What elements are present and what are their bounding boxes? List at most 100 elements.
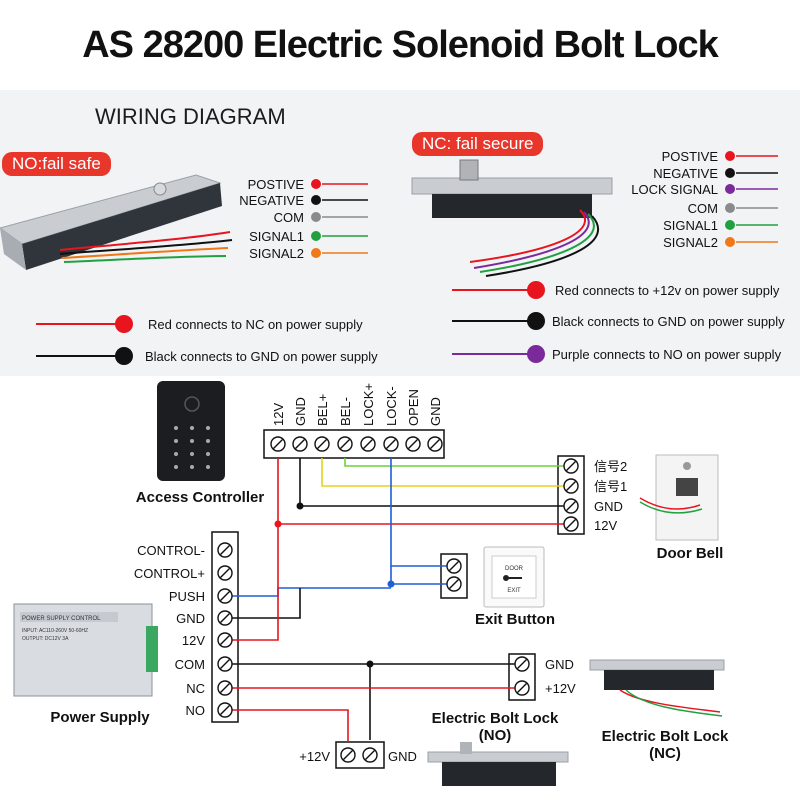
no-note-red: Red connects to NC on power supply (148, 317, 363, 332)
psu-terminal-label: CONTROL- (137, 543, 205, 558)
no-note-black: Black connects to GND on power supply (145, 349, 378, 364)
no-label-positive: POSTIVE (247, 177, 304, 192)
no-label-negative: NEGATIVE (239, 193, 304, 208)
doorbell-terminal-label: 信号1 (594, 479, 627, 494)
bolt-no-terminal-labels: GND +12V (545, 657, 576, 696)
bolt-nc-image (589, 659, 725, 717)
terminal-screw-slot (220, 613, 230, 623)
power-supply-caption: Power Supply (50, 709, 150, 726)
psu-terminal-label: PUSH (169, 589, 205, 604)
wire-junction-dots (274, 502, 395, 668)
terminal-screws (217, 436, 579, 763)
doorbell-terminal-label: GND (594, 499, 623, 514)
doorbell-terminal-label: 信号2 (594, 459, 627, 474)
terminal-screw-slot (220, 545, 230, 555)
nc-badge: NC: fail secure (412, 132, 544, 156)
nc-label-positive: POSTIVE (661, 149, 718, 164)
terminal-screw-slot (566, 461, 576, 471)
page-title: AS 28200 Electric Solenoid Bolt Lock (82, 24, 719, 66)
terminal-screw-slot (343, 750, 353, 760)
bolt-no-terminal-label: +12V (545, 681, 576, 696)
terminal-screw-slot (220, 705, 230, 715)
terminal-screw-slot (408, 439, 418, 449)
terminal-screw-slot (363, 439, 373, 449)
psu-terminal-label: NC (186, 681, 205, 696)
nc-note-red: Red connects to +12v on power supply (555, 283, 780, 298)
terminal-screw-slot (430, 439, 440, 449)
bottom-terminal-labels: +12V GND (299, 749, 417, 764)
exit-button-caption: Exit Button (475, 611, 555, 628)
doorbell-terminal-labels: 信号2 信号1 GND 12V (594, 459, 627, 533)
exit-device-text: EXIT (507, 588, 521, 594)
psu-terminal-label: CONTROL+ (134, 566, 205, 581)
door-bell-caption: Door Bell (656, 545, 724, 562)
nc-lock-image (411, 159, 613, 277)
controller-terminal-label: 12V (271, 403, 286, 426)
controller-terminal-labels: 12V GND BEL+ BEL- LOCK+ LOCK- OPEN GND (271, 383, 443, 426)
no-badge: NO:fail safe (2, 152, 111, 176)
nc-legend-dots (725, 151, 778, 247)
door-bell-image (639, 454, 719, 541)
bolt-no-terminal-label: GND (545, 657, 574, 672)
no-label-signal1: SIGNAL1 (249, 229, 304, 244)
nc-label-negative: NEGATIVE (653, 166, 718, 181)
no-legend-dots (311, 179, 368, 258)
nc-label-signal1: SIGNAL1 (663, 218, 718, 233)
controller-terminal-label: OPEN (406, 389, 421, 426)
terminal-screw-slot (449, 561, 459, 571)
psu-terminal-label: GND (176, 611, 205, 626)
terminal-screw-slot (220, 568, 230, 578)
terminal-screw-slot (220, 591, 230, 601)
power-supply-image (13, 603, 158, 697)
nc-note-lines (452, 281, 545, 363)
bottom-terminal-left-label: +12V (299, 749, 330, 764)
no-label-signal2: SIGNAL2 (249, 246, 304, 261)
bottom-terminal-right-label: GND (388, 749, 417, 764)
no-note-lines (36, 315, 133, 365)
terminal-screw-slot (365, 750, 375, 760)
nc-note-purple: Purple connects to NO on power supply (552, 347, 782, 362)
terminal-screw-slot (220, 683, 230, 693)
psu-terminal-label: 12V (182, 633, 205, 648)
nc-note-black: Black connects to GND on power supply (552, 314, 785, 329)
controller-terminal-label: BEL+ (315, 394, 330, 426)
wiring-heading: WIRING DIAGRAM (95, 104, 286, 129)
doorbell-terminal-label: 12V (594, 518, 617, 533)
access-controller-caption: Access Controller (135, 489, 265, 506)
controller-terminal-label: LOCK+ (361, 383, 376, 426)
terminal-screw-slot (340, 439, 350, 449)
controller-terminal-label: LOCK- (384, 386, 399, 426)
bolt-no-image (427, 742, 569, 786)
controller-terminal-label: GND (293, 397, 308, 426)
terminal-screw-slot (566, 501, 576, 511)
controller-terminal-label: GND (428, 397, 443, 426)
no-label-com: COM (273, 210, 304, 225)
bolt-no-caption: Electric Bolt Lock (NO) (431, 710, 559, 744)
psu-terminal-labels: CONTROL- CONTROL+ PUSH GND 12V COM NC NO (134, 543, 205, 718)
terminal-screw-slot (517, 659, 527, 669)
psu-device-text: OUTPUT: DC12V 3A (22, 636, 69, 642)
terminal-screw-slot (295, 439, 305, 449)
controller-terminal-label: BEL- (338, 397, 353, 426)
terminal-screw-slot (273, 439, 283, 449)
terminal-screw-slot (566, 481, 576, 491)
terminal-screw-slot (317, 439, 327, 449)
nc-label-com: COM (687, 201, 718, 216)
exit-button-image (483, 546, 545, 608)
psu-device-text: INPUT: AC110-260V 50-60HZ (22, 628, 88, 634)
access-controller-image (157, 381, 225, 481)
terminal-screw-slot (517, 683, 527, 693)
terminal-screw-slot (386, 439, 396, 449)
nc-label-signal2: SIGNAL2 (663, 235, 718, 250)
terminal-screw-slot (220, 635, 230, 645)
terminal-screw-slot (566, 519, 576, 529)
psu-device-text: POWER SUPPLY CONTROL (22, 616, 101, 622)
psu-terminal-label: COM (175, 657, 205, 672)
terminal-screw-slot (220, 659, 230, 669)
psu-terminal-label: NO (186, 703, 206, 718)
exit-device-text: DOOR (505, 566, 524, 572)
nc-label-lock-signal: LOCK SIGNAL (631, 182, 718, 197)
no-lock-image (0, 174, 233, 270)
bolt-nc-caption: Electric Bolt Lock (NC) (601, 728, 729, 762)
